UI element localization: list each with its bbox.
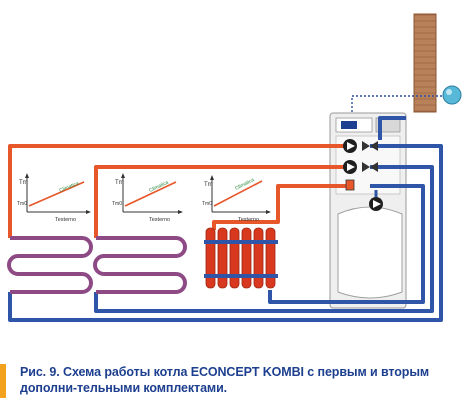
floor-coil-1: [7, 236, 93, 294]
climate-graph-2: Tm Tm0 Testerno Climatica: [112, 173, 183, 223]
graph-1-x-label: Testerno: [55, 217, 76, 223]
graph-1-curve-label: Climatica: [59, 181, 81, 194]
graph-2-t0-label: Tm0: [112, 201, 122, 207]
caption-accent-bar: [0, 364, 6, 398]
climate-graph-1: Tm Tm0 Testerno Climatica: [17, 173, 91, 223]
mixing-valve-1: [362, 141, 378, 151]
radiator-panel: [204, 227, 278, 289]
outdoor-wall: [413, 13, 437, 113]
climate-graph-3: Tm Tm0 Testerno Climatica: [202, 175, 271, 223]
floor-coil-2: [93, 236, 187, 294]
supply-pipes: [8, 144, 350, 238]
graph-3-t-label: Tm: [204, 182, 213, 188]
zone-valve: [345, 179, 355, 191]
graph-2-t-label: Tm: [115, 180, 124, 186]
scheme-diagram: Tm Tm0 Testerno Climatica Tm Tm0 Testern…: [7, 13, 462, 322]
boiler-scheme-figure: Tm Tm0 Testerno Climatica Tm Tm0 Testern…: [7, 13, 462, 322]
graph-1-t0-label: Tm0: [17, 201, 27, 207]
graph-1-t-label: Tm: [19, 180, 28, 186]
pump-2: [343, 160, 357, 174]
return-pipes: [8, 116, 443, 322]
graph-2-x-label: Testerno: [149, 217, 170, 223]
boiler-display: [341, 121, 357, 129]
outdoor-sensor: [351, 85, 462, 112]
figure-caption: Рис. 9. Схема работы котла ECONCEPT KOMB…: [20, 365, 430, 395]
pump-1: [343, 139, 357, 153]
pump-3: [369, 197, 383, 211]
caption-area: [0, 360, 470, 402]
graph-3-x-label: Testerno: [238, 217, 259, 223]
graph-3-t0-label: Tm0: [202, 201, 212, 207]
mixing-valve-2: [362, 162, 378, 172]
boiler-unit: [329, 112, 407, 309]
hot-water-tank: [337, 206, 403, 299]
